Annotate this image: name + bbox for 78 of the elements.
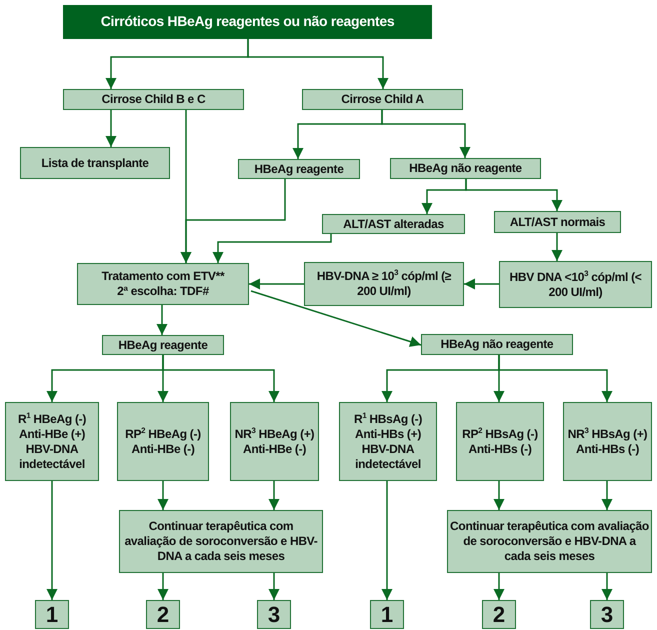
outcome-number: 2 [156,600,170,628]
process-box [119,510,323,573]
arrow [158,481,168,510]
outcome-box [146,600,180,629]
node-text: Lista de transplante [41,156,149,170]
node-text: Continuar terapêutica com avaliação de soroconversão e HBV-DNA a cada seis meses [450,519,649,564]
arrow [106,110,116,147]
arrow [212,234,332,263]
process-box [102,335,224,355]
node-text: RP$^{2}$ HBsAg (-) Anti-HBs (-) [461,426,539,456]
process-box [238,159,360,179]
node-text: HBV-DNA ≥ 10$^{3}$ cóp/ml (≥ 200 UI/ml) [316,269,452,299]
node-text: RP$^{2}$ HBeAg (-) Anti-HBe (-) [124,426,202,456]
node-text: HBeAg reagente [118,338,208,352]
outcome-box [590,600,624,629]
outcome-number: 3 [268,600,280,628]
process-box [302,89,463,110]
node-text: HBeAg reagente [254,162,344,176]
arrow [158,573,168,600]
title-box [63,5,432,39]
arrow [249,278,304,290]
arrow [180,179,286,263]
outcome-box [370,600,404,629]
outcome-number: 3 [600,600,614,628]
node-text: Tratamento com ETV** [102,269,224,284]
node-text: Cirrose Child B e C [102,92,206,107]
process-box [456,402,544,481]
process-box [230,402,319,481]
process-box [494,211,621,233]
arrow [498,355,612,402]
arrow [46,481,58,600]
node-text: Cirróticos HBeAg reagentes ou não reagentes [100,13,394,31]
node-text: Cirrose Child A [341,92,424,107]
node-text: HBeAg não reagente [409,161,522,176]
outcome-box [257,600,291,629]
process-box [499,261,652,308]
arrow [494,481,504,510]
outcome-box [35,600,69,629]
arrow [382,481,392,600]
process-box [421,334,573,355]
arrow [162,355,280,402]
arrow [465,179,562,211]
arrow [250,290,422,347]
arrow [602,481,612,510]
process-box [339,402,437,481]
process-box [390,158,541,179]
process-box [322,214,465,234]
process-box [563,402,652,481]
node-text: HBV DNA <10$^{3}$ cóp/ml (< 200 UI/ml) [508,270,643,300]
process-box [63,89,244,110]
arrow [381,110,470,158]
process-box [5,402,99,481]
node-text: ALT/AST normais [510,214,606,230]
outcome-number: 1 [380,600,394,628]
arrow [247,39,388,89]
outcome-number: 2 [492,600,506,628]
arrow [494,573,504,600]
node-text: Continuar terapêutica com avaliação de soroconversão e HBV-DNA a cada seis meses [124,519,318,564]
process-box [20,147,170,179]
node-text: R$^{1}$ HBsAg (-) Anti-HBs (+) HBV-DNA indetectável [352,412,424,472]
process-box [447,510,652,573]
process-box [117,402,209,481]
arrow [268,481,280,510]
outcome-box [482,600,516,629]
arrow [602,573,612,600]
node-text: NR$^{3}$ HBeAg (+) Anti-HBe (-) [234,426,316,456]
arrow [156,305,168,335]
arrow [552,233,562,261]
node-text: ALT/AST alteradas [343,216,444,232]
outcome-number: 1 [46,600,58,628]
process-box [304,262,464,306]
node-text: 2ª escolha: TDF# [117,284,209,299]
process-box [77,263,249,305]
node-text: NR$^{3}$ HBsAg (+) Anti-HBs (-) [566,426,648,456]
node-text: R$^{1}$ HBeAg (-) Anti-HBe (+) HBV-DNA indetectável [16,412,88,472]
node-text: HBeAg não reagente [440,337,554,352]
arrow [268,573,280,600]
arrow [464,278,499,290]
